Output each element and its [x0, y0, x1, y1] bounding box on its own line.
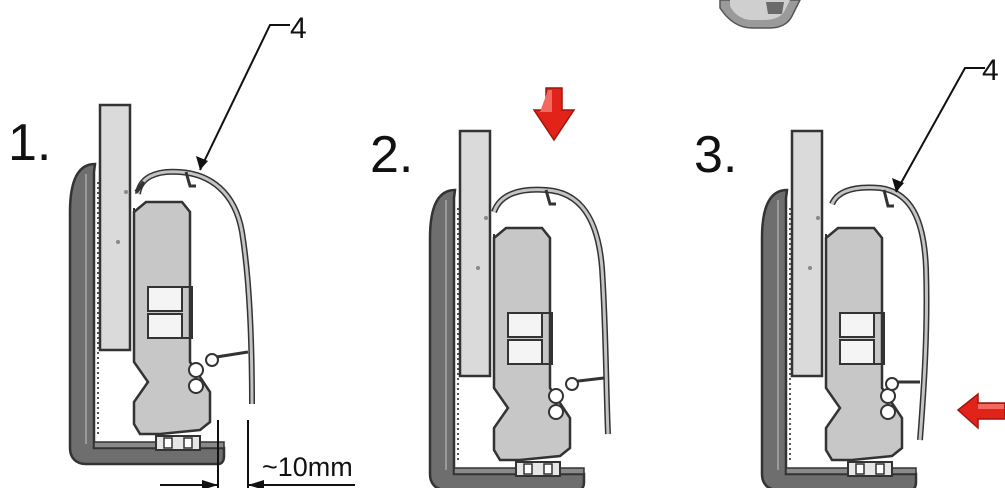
step-3-number: 3. — [694, 126, 737, 184]
step-3-assembly — [760, 129, 930, 488]
step-3-callout-leader — [895, 67, 985, 193]
step-2-number: 2. — [370, 126, 413, 184]
step-1-assembly — [68, 103, 255, 466]
down-arrow-icon — [532, 87, 576, 142]
product-thumbnail — [719, 0, 801, 29]
dimension-label: ~10mm — [262, 452, 353, 482]
step-1-number: 1. — [8, 114, 51, 172]
step-1-callout-number: 4 — [290, 12, 307, 45]
left-arrow-icon — [956, 392, 1005, 430]
dimension-marker — [160, 420, 355, 488]
step-3-callout-number: 4 — [982, 54, 999, 87]
step-1-callout-leader — [199, 24, 290, 171]
step-2-assembly — [428, 129, 611, 488]
